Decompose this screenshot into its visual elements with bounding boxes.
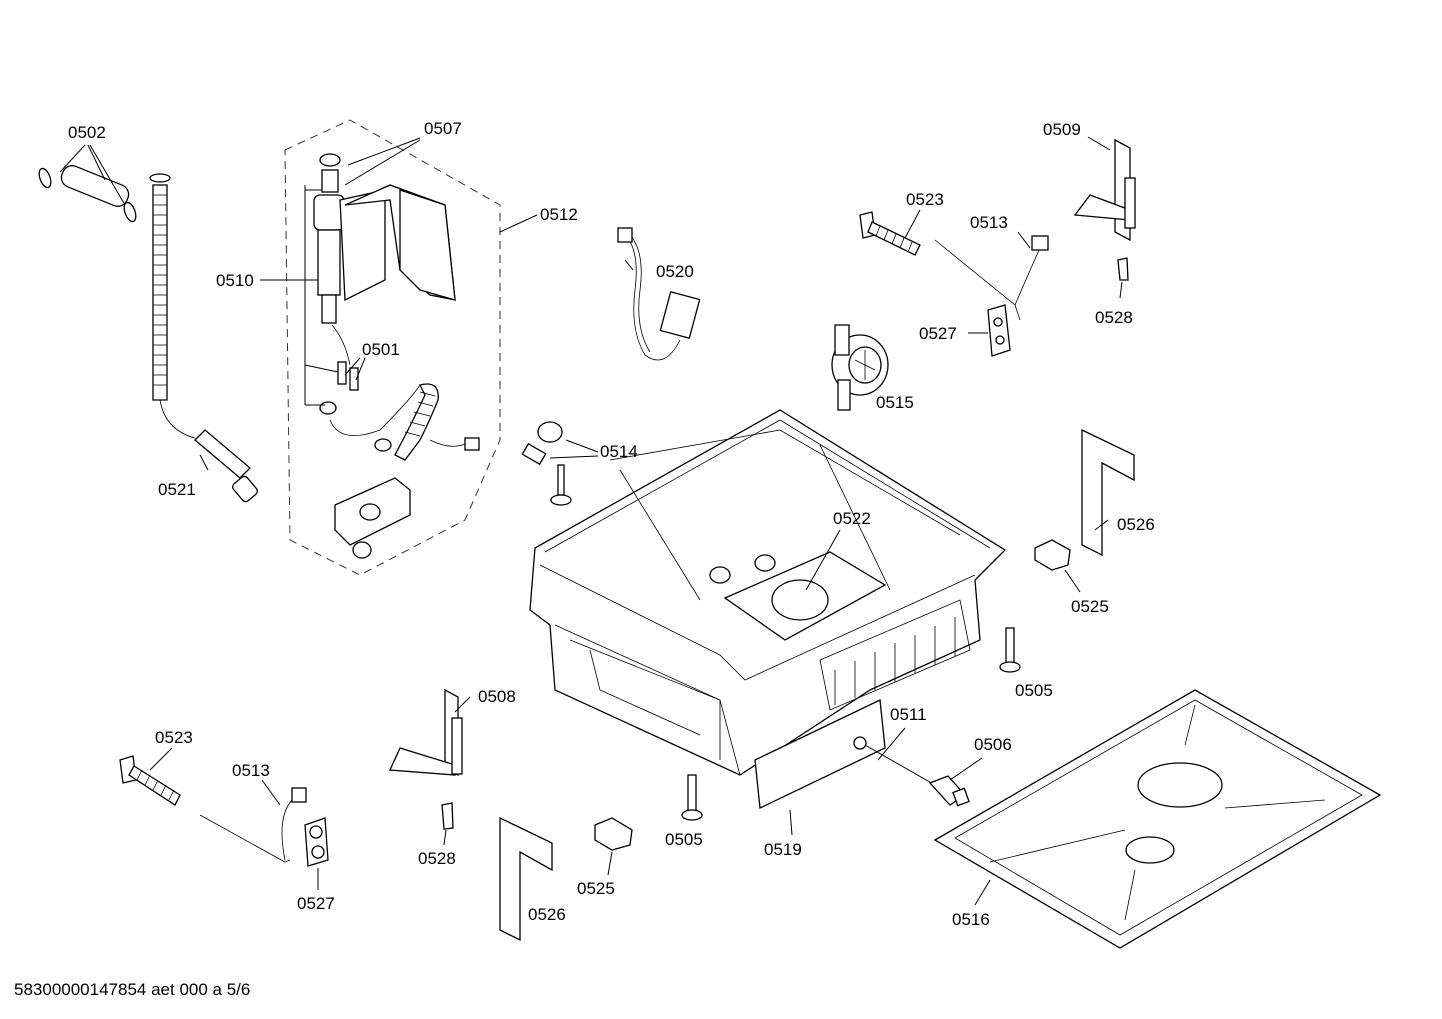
label-0511: 0511 xyxy=(890,705,927,724)
part-0505-screw-upper xyxy=(550,464,572,506)
label-0515: 0515 xyxy=(876,393,914,412)
part-0510-aquastop-sensor xyxy=(313,153,386,415)
label-0526-right: 0526 xyxy=(1117,515,1155,534)
label-0505-right: 0505 xyxy=(1015,681,1053,700)
label-0510: 0510 xyxy=(216,271,254,290)
label-0527-upper: 0527 xyxy=(919,324,957,343)
part-0515-pump xyxy=(831,324,889,411)
part-0501-coil-hose xyxy=(329,383,480,461)
part-0521-drain-hose xyxy=(149,173,258,503)
label-0507: 0507 xyxy=(424,119,462,138)
label-0523-upper: 0523 xyxy=(906,190,944,209)
label-0514: 0514 xyxy=(600,442,638,461)
part-0525-pad-right xyxy=(1034,539,1081,593)
part-base-tub xyxy=(529,409,1007,776)
part-0528-clip-upper xyxy=(1117,257,1129,299)
part-0528-clip-lower xyxy=(441,802,454,846)
part-0513-cable-upper xyxy=(934,231,1049,321)
label-0528-lower: 0528 xyxy=(418,849,456,868)
part-0505-screw-lower xyxy=(681,774,703,821)
label-0513-upper: 0513 xyxy=(970,213,1008,232)
label-0516: 0516 xyxy=(952,910,990,929)
part-0527-holder-upper xyxy=(968,304,1011,357)
part-0519-front-plate xyxy=(754,699,886,836)
part-0526-l-bracket-right xyxy=(1081,428,1135,557)
part-0505-screw-right xyxy=(999,627,1021,673)
label-0527-lower: 0527 xyxy=(297,894,335,913)
part-0523-spring-lower xyxy=(119,747,181,806)
label-0525-lower: 0525 xyxy=(577,879,615,898)
label-0506: 0506 xyxy=(974,735,1012,754)
part-0525-pad-lower xyxy=(594,817,633,876)
label-0522: 0522 xyxy=(833,509,871,528)
label-0508: 0508 xyxy=(478,687,516,706)
part-0514-gear-and-spring xyxy=(521,421,599,466)
label-0509: 0509 xyxy=(1043,120,1081,139)
label-0520: 0520 xyxy=(656,262,694,281)
part-0520-cable-harness xyxy=(617,227,701,361)
label-0502: 0502 xyxy=(68,123,106,142)
part-0502-hose-and-clamps xyxy=(38,144,137,223)
label-0528-upper: 0528 xyxy=(1095,308,1133,327)
label-0526-lower: 0526 xyxy=(528,905,566,924)
drawing-reference-footer: 58300000147854 aet 000 a 5/6 xyxy=(14,980,251,999)
label-0512: 0512 xyxy=(540,205,578,224)
label-0525-right: 0525 xyxy=(1071,597,1109,616)
label-0501: 0501 xyxy=(362,340,400,359)
part-0510-bracket-plate xyxy=(334,477,411,559)
part-0506-plug-and-rod xyxy=(864,727,983,807)
part-0513-cable-lower xyxy=(199,779,307,863)
label-0505-lower: 0505 xyxy=(665,830,703,849)
part-0527-holder-lower xyxy=(304,817,329,890)
part-0509-hinge-bracket xyxy=(1073,136,1136,242)
part-0510-cover-box xyxy=(344,184,456,301)
assembly-group-boundary xyxy=(284,119,501,576)
part-0508-hinge-bracket xyxy=(389,688,471,777)
label-0519: 0519 xyxy=(764,840,802,859)
label-0523-lower: 0523 xyxy=(155,728,193,747)
part-0516-base-plate xyxy=(933,689,1382,949)
label-0513-lower: 0513 xyxy=(232,761,270,780)
label-0521: 0521 xyxy=(158,480,196,499)
part-0526-l-bracket-lower xyxy=(499,816,553,942)
part-0523-spring-upper xyxy=(859,209,921,256)
